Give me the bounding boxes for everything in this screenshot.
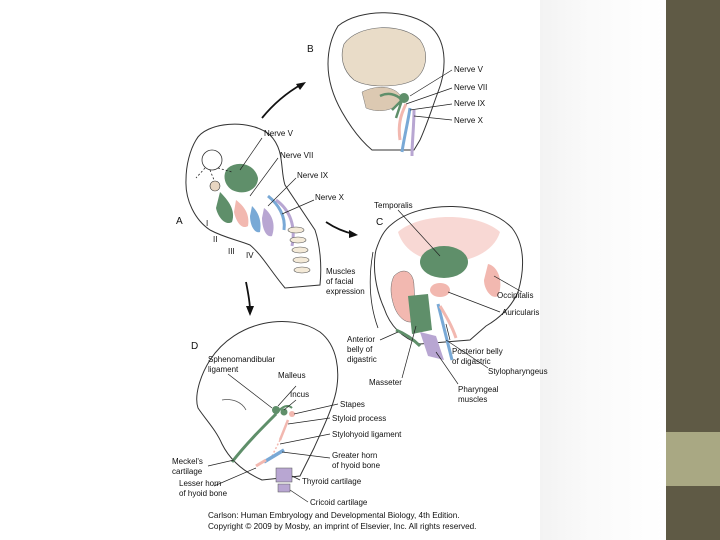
- d-label-meckel-1: Meckel's: [172, 457, 203, 466]
- d-label-lesser-2: of hyoid bone: [179, 489, 228, 498]
- panel-a-letter: A: [176, 216, 183, 227]
- c-label-stylopharyngeus: Stylopharyngeus: [488, 367, 548, 376]
- a-label-nerve-x: Nerve X: [315, 193, 345, 202]
- c-label-facial-2: of facial: [326, 277, 354, 286]
- c-masseter-muscle: [408, 294, 432, 334]
- d-label-stapes: Stapes: [340, 400, 365, 409]
- panel-b-letter: B: [307, 44, 314, 55]
- d-label-spheno-1: Sphenomandibular: [208, 355, 275, 364]
- c-label-facial-3: expression: [326, 287, 365, 296]
- d-label-thyroid: Thyroid cartilage: [302, 477, 362, 486]
- b-label-nerve-vii: Nerve VII: [454, 83, 487, 92]
- d-thyroid: [276, 468, 292, 482]
- c-label-auricularis: Auricularis: [502, 308, 539, 317]
- d-label-cricoid: Cricoid cartilage: [310, 498, 368, 507]
- b-trigeminal: [399, 93, 409, 103]
- d-label-greater-2: of hyoid bone: [332, 461, 381, 470]
- c-label-temporalis: Temporalis: [374, 201, 413, 210]
- caption-line-2: Copyright © 2009 by Mosby, an imprint of…: [208, 522, 476, 531]
- d-label-incus: Incus: [290, 390, 309, 399]
- panel-c-letter: C: [376, 217, 383, 228]
- d-label-spheno-2: ligament: [208, 365, 239, 374]
- c-label-post-2: of digastric: [452, 357, 491, 366]
- a-label-nerve-vii: Nerve VII: [280, 151, 313, 160]
- b-brain: [342, 28, 426, 86]
- c-auricularis-muscle: [430, 283, 450, 297]
- a-label-nerve-ix: Nerve IX: [297, 171, 329, 180]
- b-label-nerve-v: Nerve V: [454, 65, 484, 74]
- c-label-occipitalis: Occipitalis: [497, 291, 533, 300]
- d-malleus: [272, 406, 280, 414]
- d-label-greater-1: Greater horn: [332, 451, 377, 460]
- c-label-phar-1: Pharyngeal: [458, 385, 499, 394]
- b-label-nerve-ix: Nerve IX: [454, 99, 486, 108]
- embryo-eye-region: [202, 150, 222, 170]
- d-label-malleus: Malleus: [278, 371, 306, 380]
- caption-line-1: Carlson: Human Embryology and Developmen…: [208, 511, 460, 520]
- a-arch-label-iii: III: [228, 247, 235, 256]
- b-label-nerve-x: Nerve X: [454, 116, 484, 125]
- embryo-optic-vesicle: [210, 181, 220, 191]
- c-temporalis-muscle: [420, 246, 468, 278]
- c-label-post-1: Posterior belly: [452, 347, 503, 356]
- a-label-nerve-v: Nerve V: [264, 129, 294, 138]
- d-label-meckel-2: cartilage: [172, 467, 203, 476]
- a-arch-label-iv: IV: [246, 251, 254, 260]
- c-label-ant-3: digastric: [347, 355, 377, 364]
- panel-d-letter: D: [191, 341, 198, 352]
- c-label-phar-2: muscles: [458, 395, 487, 404]
- a-arch-label-i: I: [206, 219, 208, 228]
- c-label-ant-2: belly of: [347, 345, 373, 354]
- d-cricoid: [278, 484, 290, 492]
- a-arch-label-ii: II: [213, 235, 217, 244]
- d-label-styloid: Styloid process: [332, 414, 386, 423]
- c-label-ant-1: Anterior: [347, 335, 375, 344]
- d-label-lesser-1: Lesser horn: [179, 479, 221, 488]
- d-label-stylohyoid: Stylohyoid ligament: [332, 430, 402, 439]
- c-label-facial-1: Muscles: [326, 267, 355, 276]
- c-label-masseter: Masseter: [369, 378, 402, 387]
